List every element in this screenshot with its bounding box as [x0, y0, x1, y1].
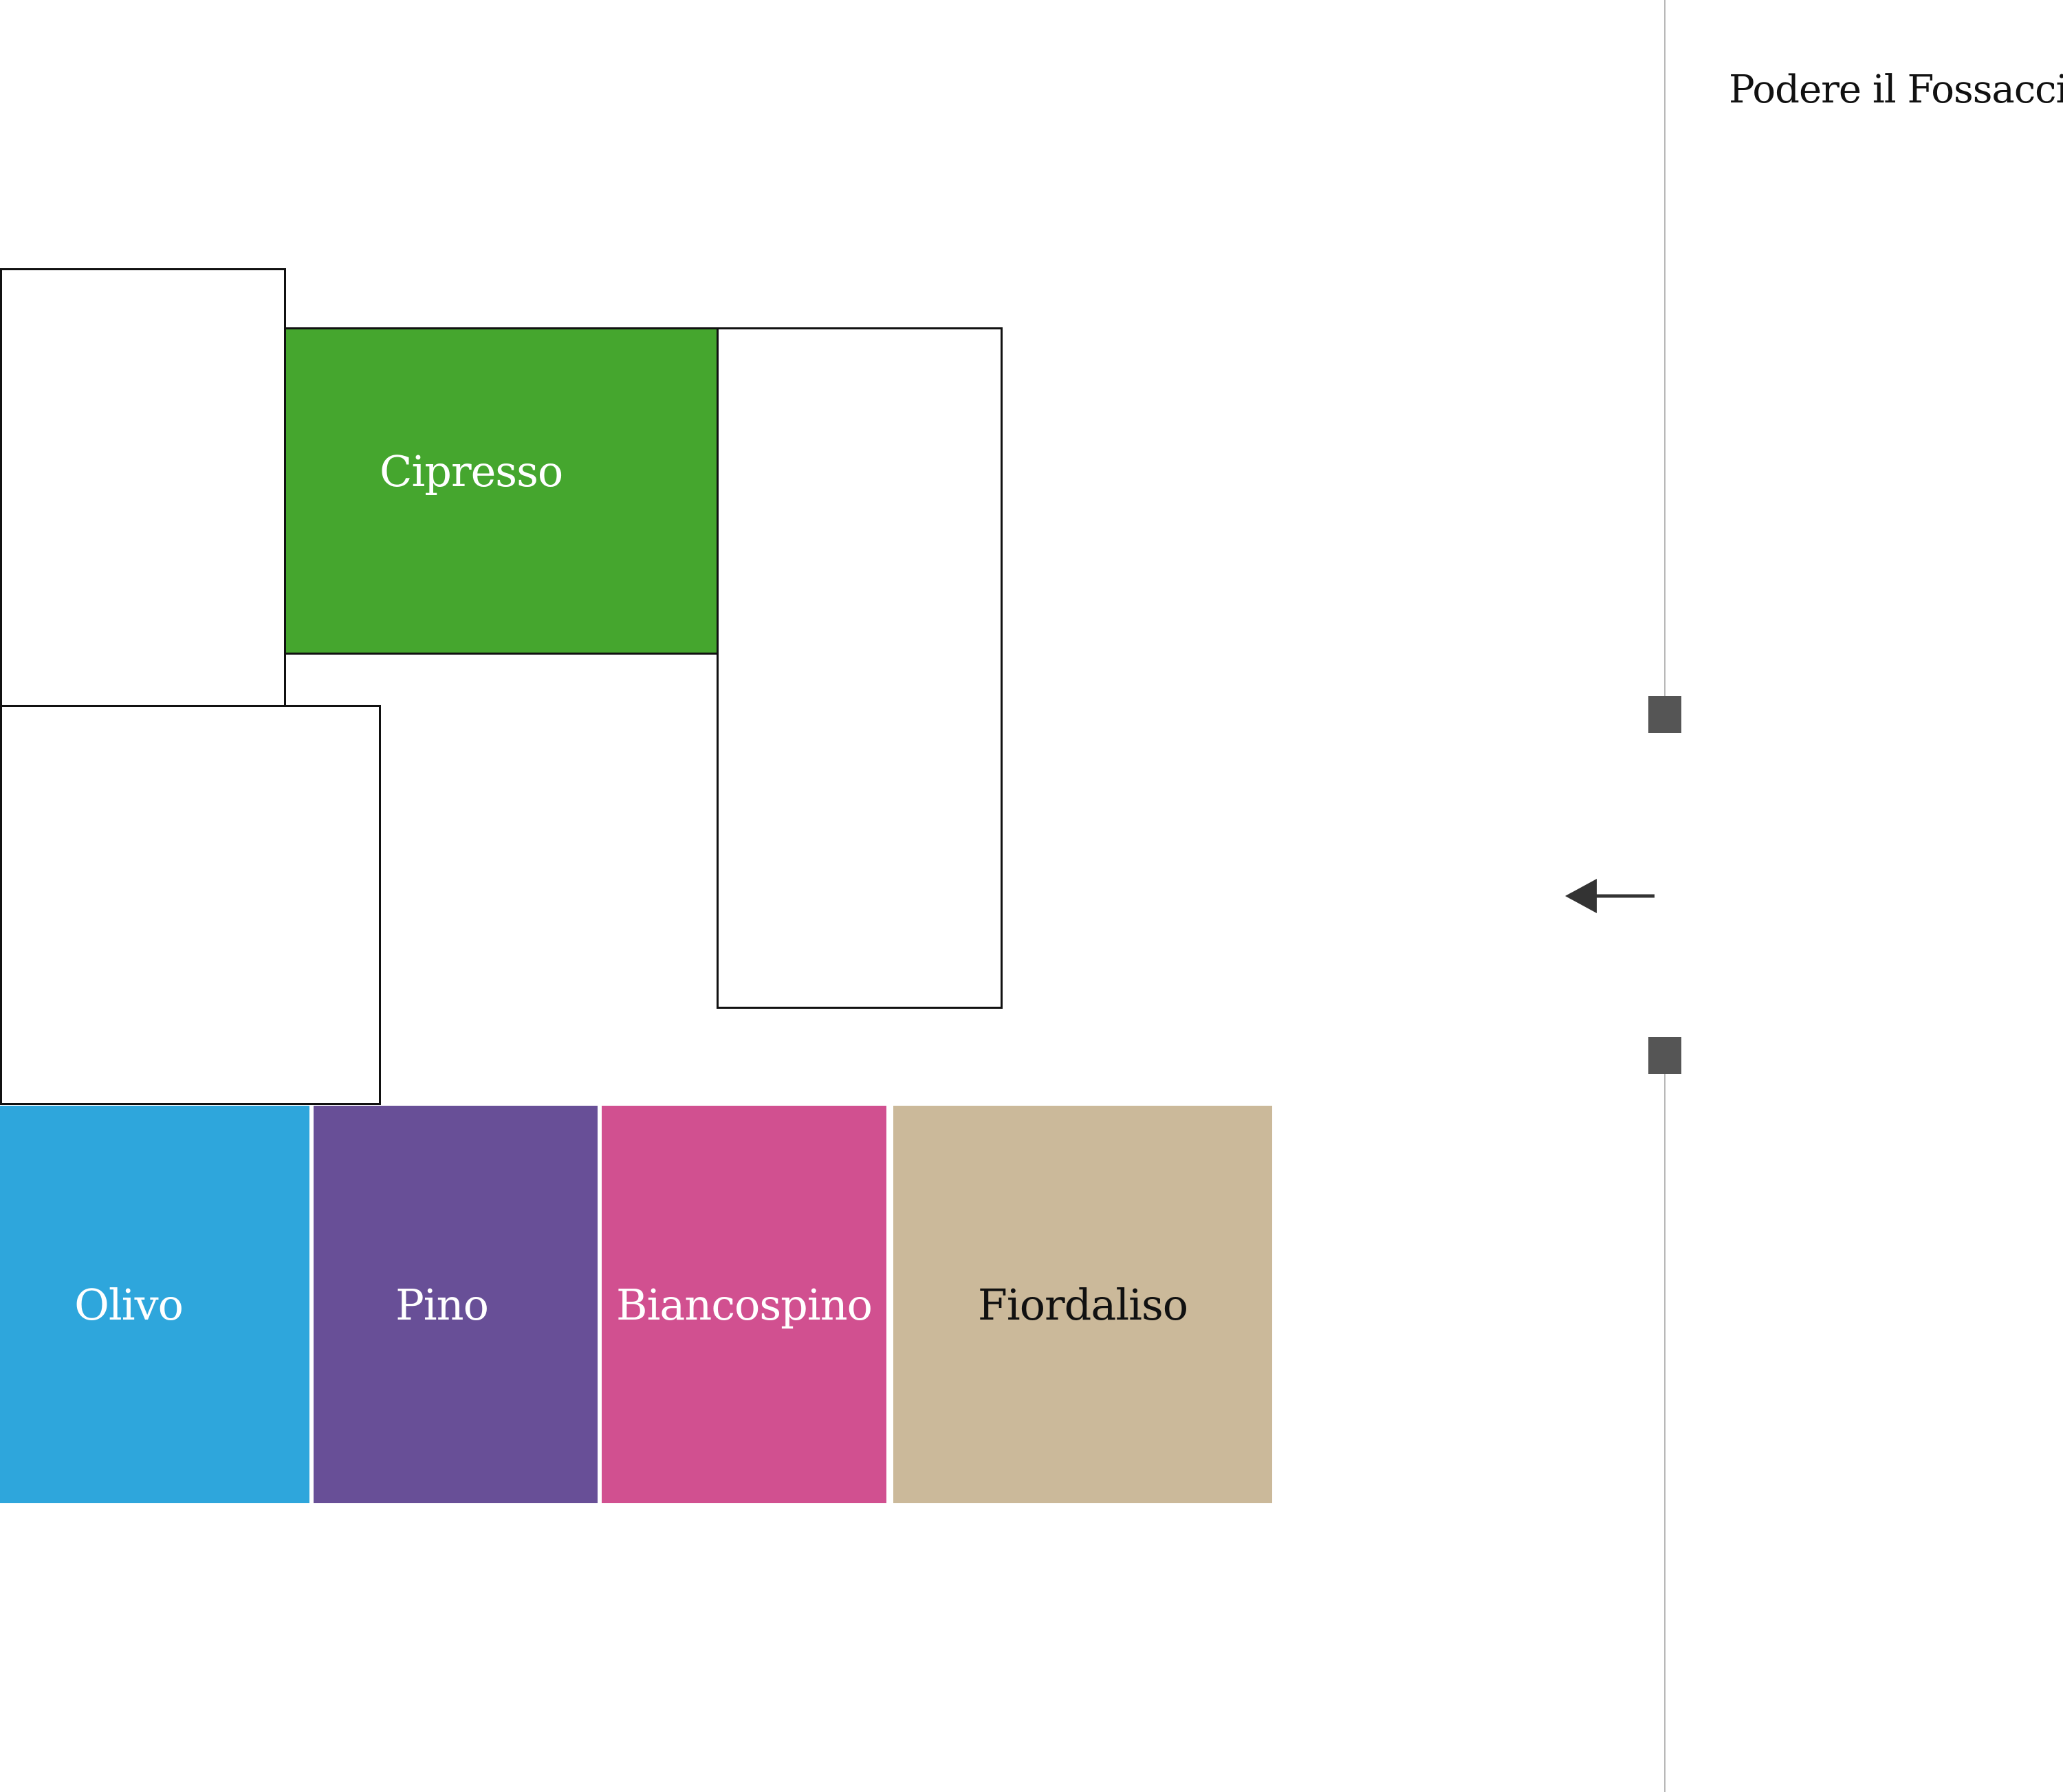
gate-marker-lower [1648, 1037, 1681, 1074]
unit-pino[interactable]: Pino [314, 1106, 598, 1503]
arrow-left-icon [1565, 879, 1655, 913]
unit-biancospino-label: Biancospino [616, 1279, 873, 1330]
unit-pino-label: Pino [395, 1279, 489, 1330]
unit-biancospino[interactable]: Biancospino [602, 1106, 886, 1503]
unit-olivo[interactable]: Olivo [0, 1106, 309, 1503]
gate-marker-upper [1648, 696, 1681, 733]
building-outline-bottom-left [0, 705, 381, 1105]
unit-cipresso[interactable]: Cipresso [284, 327, 719, 655]
unit-olivo-label: Olivo [74, 1279, 184, 1330]
unit-fiordaliso-label: Fiordaliso [977, 1279, 1188, 1330]
building-outline-top-left [0, 268, 286, 707]
unit-fiordaliso[interactable]: Fiordaliso [893, 1106, 1272, 1503]
road-line-upper [1664, 0, 1666, 697]
unit-cipresso-label: Cipresso [380, 446, 563, 496]
property-name: Podere il Fossaccio [1729, 67, 2063, 112]
building-outline-tall-center [717, 327, 1003, 1009]
road-line-lower [1664, 1074, 1666, 1792]
